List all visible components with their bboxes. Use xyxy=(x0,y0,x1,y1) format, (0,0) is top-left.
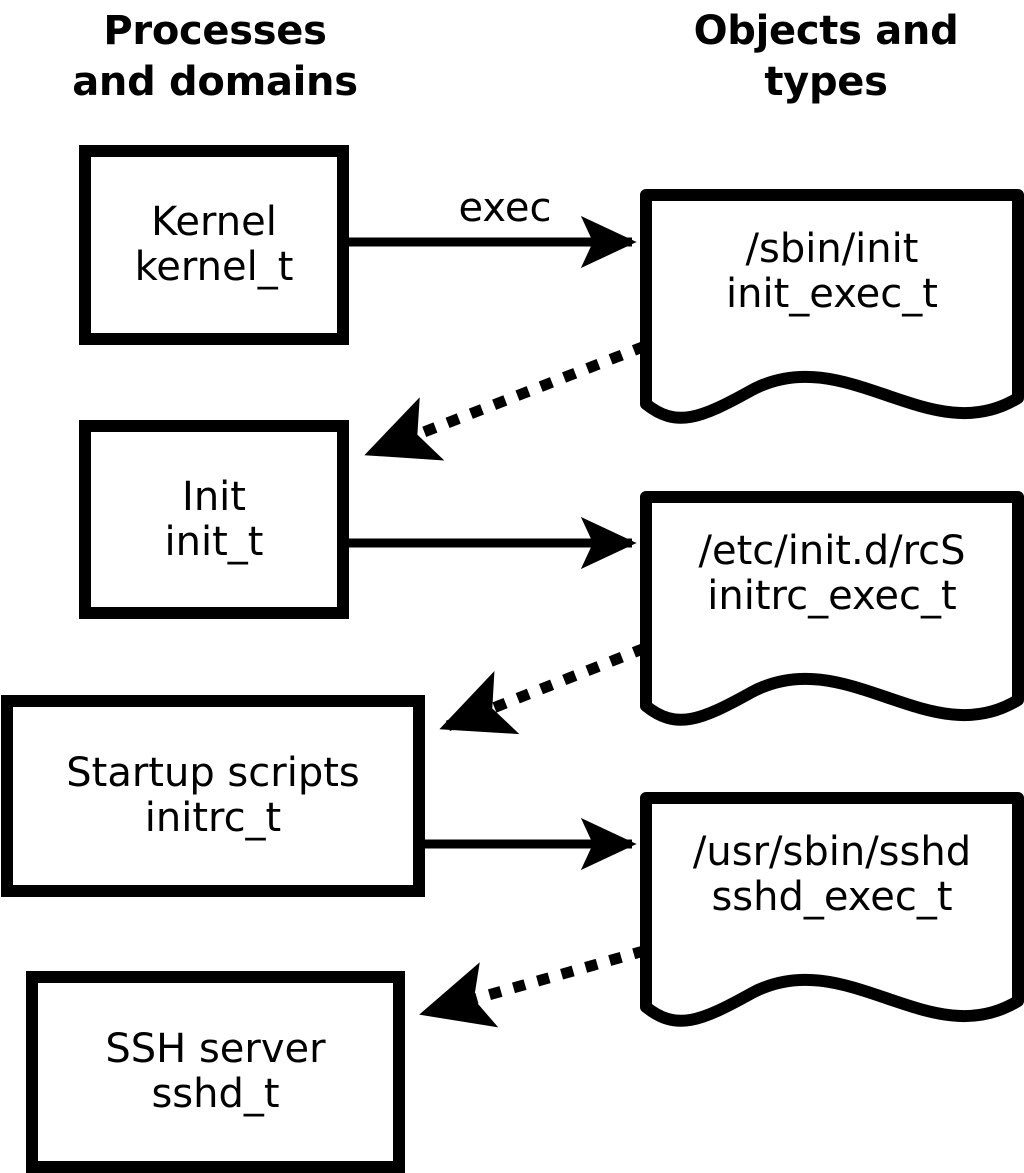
process-box-ssh-server[interactable] xyxy=(26,971,405,1173)
object-document-initrc-exec[interactable] xyxy=(640,491,1024,726)
process-box-kernel[interactable] xyxy=(79,145,349,345)
edge-sshd-exec-to-ssh-server xyxy=(418,945,647,1028)
column-header-processes-and-domains: Processes and domains xyxy=(72,8,358,106)
column-header-objects-and-types: Objects and types xyxy=(693,8,959,106)
object-document-sshd-exec[interactable] xyxy=(640,792,1024,1027)
edge-initrc-exec-to-startup-scripts xyxy=(437,642,648,735)
process-box-init[interactable] xyxy=(79,420,349,619)
object-document-init-exec[interactable] xyxy=(640,189,1024,424)
edge-init-exec-to-init xyxy=(362,340,648,461)
process-box-startup-scripts[interactable] xyxy=(1,695,425,897)
